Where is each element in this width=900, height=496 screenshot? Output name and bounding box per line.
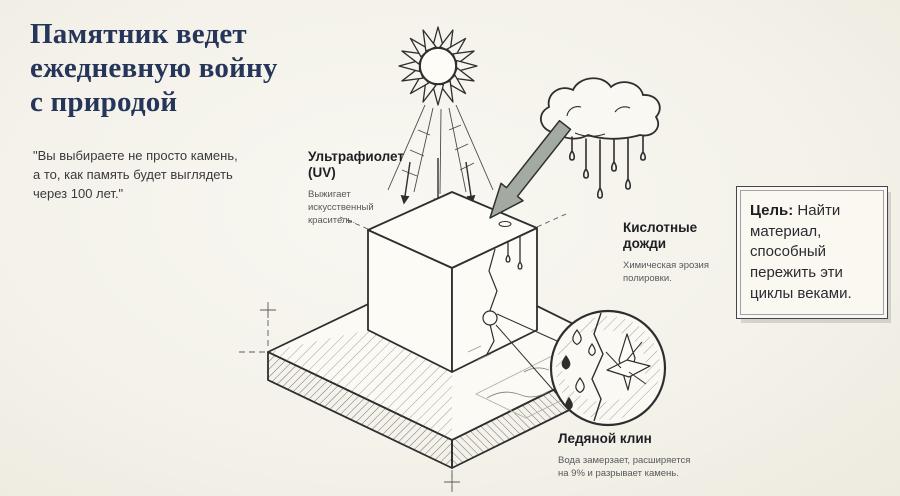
acid-rain-callout: Кислотные дожди Химическая эрозия полиро… [623,220,753,285]
quote-line-3: через 100 лет." [33,185,124,201]
goal-text: Найти материал, способный пережить эти ц… [750,202,852,302]
quote-line-1: "Вы выбираете не просто камень, [33,148,238,163]
acid-desc-line-1: Химическая эрозия [623,259,710,271]
sunbeam-fan [387,104,494,195]
construction-lines [236,213,567,492]
uv-title-line-2: (UV) [308,164,336,180]
acid-arrow-icon [489,119,572,219]
acid-desc-line-2: полировки. [623,273,672,285]
ice-callout-desc: Вода замерзает, расширяется на 9% и разр… [558,454,738,481]
acid-title-line-2: дожди [623,235,667,251]
ice-callout-title: Ледяной клин [558,431,652,446]
uv-callout: Ультрафиолет (UV) Выжигает искусственный… [308,149,428,228]
uv-desc-line-2: искусственный [308,202,374,214]
ice-crack [591,312,604,422]
uv-desc-line-3: краситель. [308,215,356,227]
ice-wedge-callout: Ледяной клин Вода замерзает, расширяется… [558,431,738,481]
page-title: Памятник ведет ежедневную войну с природ… [30,18,278,120]
goal-box: Цель: Найти материал, способный пережить… [736,186,888,320]
ice-desc-line-2: на 9% и разрывает камень. [558,468,679,480]
block-crack [467,221,523,361]
acid-callout-desc: Химическая эрозия полировки. [623,259,753,286]
uv-callout-title: Ультрафиолет (UV) [308,149,428,181]
intro-quote: "Вы выбираете не просто камень, а то, ка… [33,147,238,204]
ice-desc-line-1: Вода замерзает, расширяется [558,454,691,466]
title-line-1: Памятник ведет [30,18,247,50]
sun-icon [398,26,478,106]
water-drop-icons [561,328,596,411]
uv-desc-line-1: Выжигает [308,188,351,200]
uv-callout-desc: Выжигает искусственный краситель. [308,188,428,228]
rain-cloud-icon [540,77,661,140]
acid-callout-title: Кислотные дожди [623,220,753,252]
acid-title-line-1: Кислотные [623,220,698,235]
ice-wedge-magnifier [549,309,667,427]
uv-title-line-1: Ультрафиолет [308,149,404,164]
ice-crystal-icon [605,333,651,391]
block-shadow [268,330,452,440]
goal-label: Цель: [750,202,794,219]
quote-line-2: а то, как память будет выглядеть [33,166,233,182]
magnifier-leaders [495,313,562,400]
title-line-2: ежедневную войну [30,51,278,84]
title-line-3: с природой [30,85,178,118]
rain-drips [568,135,647,199]
